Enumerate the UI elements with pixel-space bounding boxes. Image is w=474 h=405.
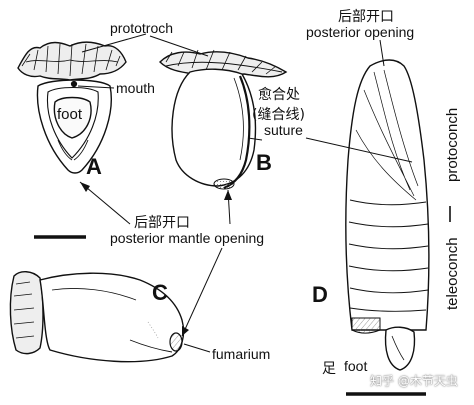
panel-label-b: B bbox=[256, 150, 272, 175]
panel-label-a: A bbox=[86, 154, 102, 179]
panel-label-d: D bbox=[312, 282, 328, 307]
larva-front-view bbox=[17, 41, 127, 174]
prototroch-cilia-a bbox=[17, 41, 127, 81]
suture-zh-paren-label: (缝合线) bbox=[252, 107, 305, 123]
prototroch-cilia-c bbox=[9, 271, 44, 355]
foot-a bbox=[53, 96, 92, 139]
larva-fumarium-view bbox=[9, 271, 185, 363]
fumarium-label: fumarium bbox=[212, 346, 271, 362]
suture-zh-label: 愈合处 bbox=[258, 87, 300, 103]
shell-outline-d bbox=[345, 59, 430, 331]
protoconch-label: protoconch bbox=[444, 107, 461, 182]
shell-elongated-view bbox=[345, 59, 430, 371]
teleoconch-label: teleoconch bbox=[444, 237, 461, 310]
suture-label: suture bbox=[264, 122, 303, 138]
mouth-label: mouth bbox=[116, 80, 155, 96]
leader-lines bbox=[77, 33, 413, 353]
posterior-mantle-label: posterior mantle opening bbox=[110, 230, 265, 246]
posterior-opening-zh-label: 后部开口 bbox=[338, 9, 394, 25]
panel-label-c: C bbox=[152, 280, 168, 305]
fumarium-spot bbox=[169, 332, 183, 352]
foot-zh-label-d: 足 bbox=[322, 361, 336, 377]
posterior-opening-label: posterior opening bbox=[306, 24, 415, 40]
larva-side-view bbox=[159, 49, 288, 190]
prototroch-label: prototroch bbox=[110, 20, 174, 36]
foot-d bbox=[384, 326, 416, 371]
foot-label-a: foot bbox=[57, 106, 83, 123]
arrowheads bbox=[80, 182, 232, 336]
watermark: 知乎 @木节天虫 bbox=[370, 374, 458, 388]
foot-label-d: foot bbox=[344, 358, 368, 374]
posterior-mantle-zh-label: 后部开口 bbox=[134, 215, 190, 231]
